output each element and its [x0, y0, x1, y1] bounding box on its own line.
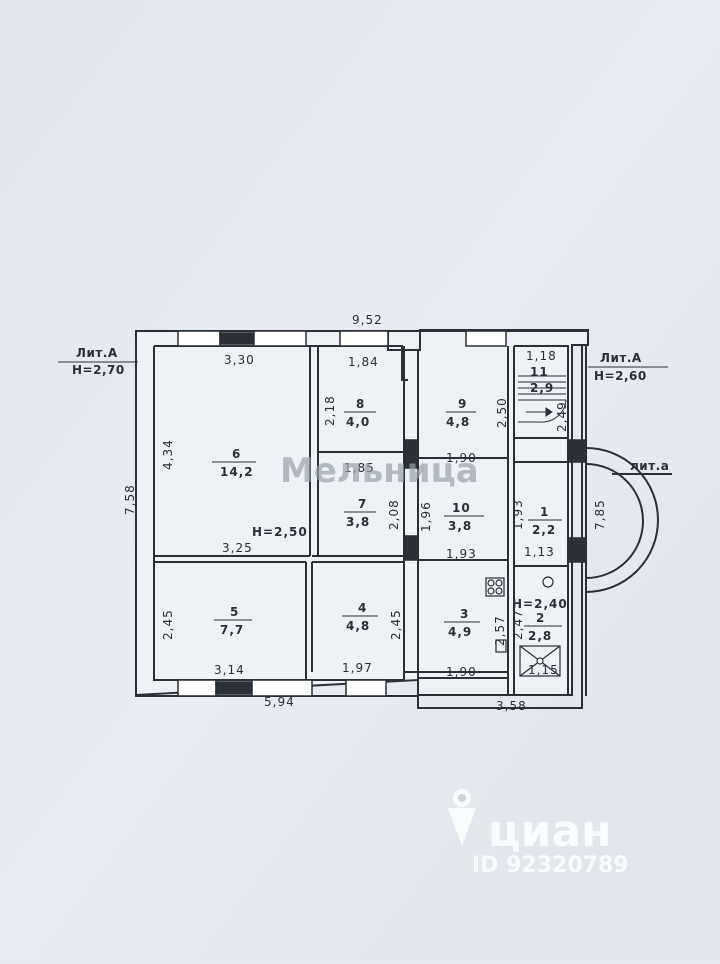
svg-text:2,47: 2,47 [511, 609, 525, 640]
room-5: 5 7,7 3,14 2,45 [161, 605, 252, 677]
room-8: 8 4,0 1,84 2,18 [323, 355, 379, 429]
svg-text:1,85: 1,85 [344, 461, 375, 475]
svg-text:2,18: 2,18 [323, 395, 337, 426]
svg-text:6: 6 [232, 447, 241, 461]
location-pin-icon [448, 789, 476, 846]
svg-text:3,8: 3,8 [346, 515, 370, 529]
svg-text:1,90: 1,90 [446, 665, 477, 679]
svg-text:1,15: 1,15 [528, 663, 559, 677]
arc-size-dim: 7,85 [593, 499, 607, 530]
svg-text:Лит.А: Лит.А [76, 346, 118, 360]
room-3: 3 4,9 1,90 2,57 [444, 607, 507, 679]
bottom-left-dim: 5,94 [264, 695, 295, 709]
svg-text:1,90: 1,90 [446, 451, 477, 465]
room-10: 10 3,8 1,93 1,96 [419, 501, 484, 561]
room-1: 1 2,2 1,13 1,93 [511, 499, 562, 559]
svg-text:3: 3 [460, 607, 469, 621]
svg-text:1,84: 1,84 [348, 355, 379, 369]
svg-text:2: 2 [536, 611, 545, 625]
wall-lines [135, 330, 589, 709]
staircase [518, 375, 567, 423]
room-11: 1,18 11 2,9 2,49 [526, 349, 569, 432]
svg-text:2,45: 2,45 [389, 609, 403, 640]
room-6: 6 14,2 3,30 3,25 4,34 [161, 353, 256, 555]
svg-text:4,0: 4,0 [346, 415, 370, 429]
windows [177, 330, 587, 697]
svg-text:1: 1 [540, 505, 549, 519]
height-main: H=2,50 [252, 525, 308, 539]
svg-text:7: 7 [358, 497, 367, 511]
svg-text:2,2: 2,2 [532, 523, 556, 537]
svg-text:2,08: 2,08 [387, 499, 401, 530]
svg-text:7,7: 7,7 [220, 623, 244, 637]
svg-text:1,93: 1,93 [446, 547, 477, 561]
svg-text:3,30: 3,30 [224, 353, 255, 367]
stove-icon [485, 577, 507, 653]
room-9: 9 4,8 1,90 2,50 [446, 397, 509, 465]
overall-width-label: 9,52 [352, 313, 383, 327]
svg-text:1,18: 1,18 [526, 349, 557, 363]
height-annex: H=2,40 [512, 597, 568, 611]
bottom-right-dim: 3,58 [496, 699, 527, 713]
svg-text:4: 4 [358, 601, 367, 615]
room-2: 2 2,8 1,15 2,47 [511, 609, 562, 677]
svg-text:H=2,70: H=2,70 [72, 363, 125, 377]
svg-text:2,50: 2,50 [495, 397, 509, 428]
svg-text:1,97: 1,97 [342, 661, 373, 675]
svg-text:2,8: 2,8 [528, 629, 552, 643]
svg-text:4,8: 4,8 [346, 619, 370, 633]
lit-left-tag: Лит.А H=2,70 [58, 346, 138, 377]
svg-text:ID 92320789: ID 92320789 [472, 853, 629, 878]
room-4: 4 4,8 1,97 2,45 [342, 601, 403, 675]
lit-right-tag: Лит.А H=2,60 [588, 351, 668, 383]
svg-text:2,45: 2,45 [161, 609, 175, 640]
svg-text:4,9: 4,9 [448, 625, 472, 639]
svg-text:Лит.А: Лит.А [600, 351, 642, 365]
svg-text:3,25: 3,25 [222, 541, 253, 555]
svg-text:1,96: 1,96 [419, 501, 433, 532]
svg-text:5: 5 [230, 605, 239, 619]
svg-text:3,14: 3,14 [214, 663, 245, 677]
svg-text:10: 10 [452, 501, 471, 515]
cian-watermark: циан ID 92320789 [448, 789, 629, 878]
svg-text:1,13: 1,13 [524, 545, 555, 559]
room-7: 7 3,8 1,85 2,08 [344, 461, 401, 530]
entrance-arc [585, 447, 672, 593]
svg-text:9: 9 [458, 397, 467, 411]
svg-text:2,49: 2,49 [555, 401, 569, 432]
svg-text:11: 11 [530, 365, 549, 379]
svg-text:2,57: 2,57 [493, 615, 507, 646]
svg-text:H=2,60: H=2,60 [594, 369, 647, 383]
svg-text:14,2: 14,2 [220, 465, 254, 479]
shower-icon [519, 576, 561, 677]
svg-text:циан: циан [488, 806, 612, 857]
svg-text:3,8: 3,8 [448, 519, 472, 533]
svg-text:2,9: 2,9 [530, 381, 554, 395]
agency-watermark: Мельница [280, 451, 479, 491]
svg-text:1,93: 1,93 [511, 499, 525, 530]
lit-small-tag: лит.а [630, 459, 669, 473]
svg-text:4,8: 4,8 [446, 415, 470, 429]
svg-text:4,34: 4,34 [161, 439, 175, 470]
svg-text:8: 8 [356, 397, 365, 411]
overall-height-label: 7,58 [123, 484, 137, 515]
